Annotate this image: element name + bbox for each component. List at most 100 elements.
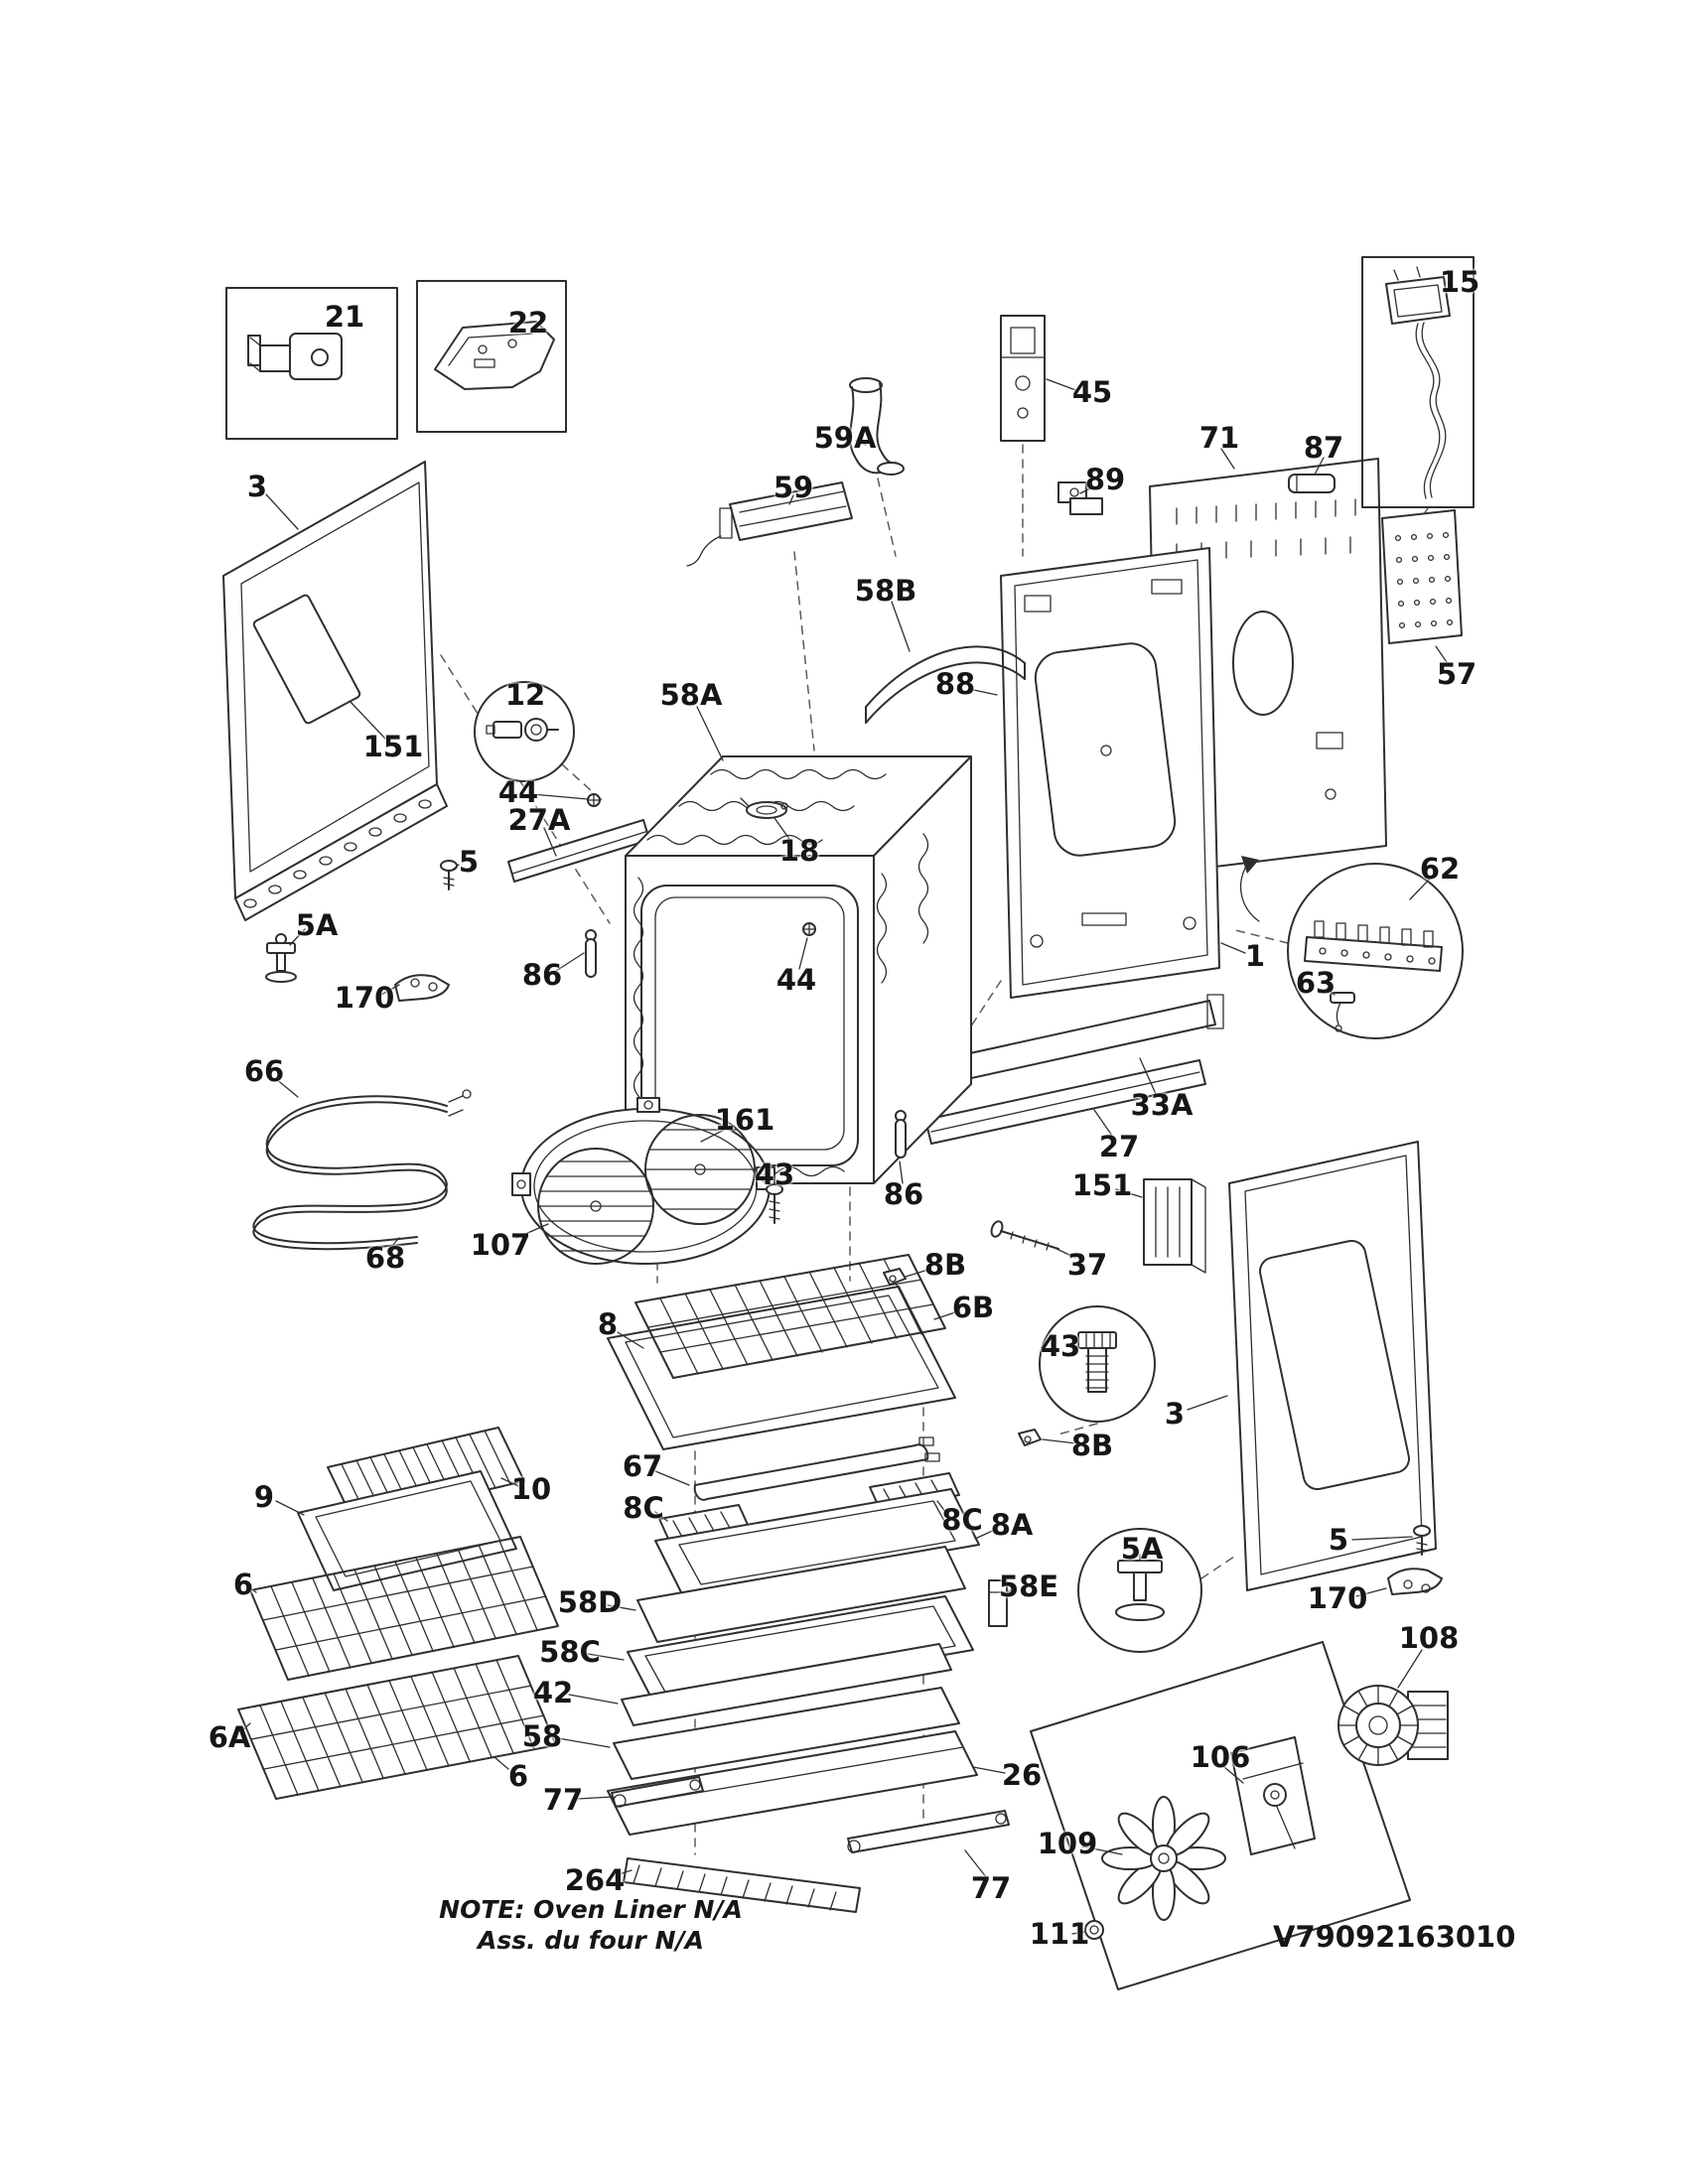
part-label-5-44: 5 — [1328, 1523, 1349, 1557]
part-label-21-0: 21 — [324, 300, 365, 334]
part-label-12-9: 12 — [504, 678, 546, 712]
oven-cavity-58a — [625, 755, 972, 1184]
part-label-8b-41: 8B — [1070, 1429, 1114, 1462]
part-label-88-17: 88 — [934, 667, 976, 701]
part-label-26-60: 26 — [1001, 1758, 1043, 1792]
panel-58d — [636, 1546, 966, 1643]
terminal-block-zoom-62 — [1239, 856, 1464, 1039]
leg-zoom-circle-5a — [1077, 1528, 1202, 1653]
part-label-42-58: 42 — [532, 1676, 574, 1709]
oven-rack-6a — [237, 1655, 557, 1800]
rail-77-left — [611, 1776, 704, 1808]
part-label-151-35: 151 — [1071, 1168, 1133, 1202]
part-label-170-45: 170 — [1307, 1581, 1368, 1615]
part-label-71-20: 71 — [1198, 421, 1240, 455]
pan-58c — [627, 1595, 974, 1706]
bracket-45 — [1000, 315, 1046, 442]
pin-86-right — [895, 1110, 907, 1159]
part-label-8c-53: 8C — [941, 1503, 983, 1537]
bracket-58e — [988, 1579, 1008, 1627]
part-label-3-2: 3 — [246, 470, 268, 503]
part-label-86-12: 86 — [521, 958, 563, 992]
convection-cover — [511, 1097, 775, 1265]
inset-box-22 — [416, 280, 567, 433]
part-label-111-67: 111 — [1029, 1917, 1090, 1951]
part-label-58a-15: 58A — [659, 678, 723, 712]
part-label-86-29: 86 — [883, 1177, 924, 1211]
left-side-panel — [222, 461, 448, 921]
frame-8a — [654, 1488, 980, 1597]
power-cord-box-15 — [1361, 256, 1475, 508]
part-label-44-28: 44 — [775, 963, 817, 997]
part-label-58e-55: 58E — [998, 1570, 1059, 1603]
part-label-37-36: 37 — [1066, 1248, 1108, 1282]
part-label-9-46: 9 — [253, 1480, 275, 1514]
bracket-151-right — [1143, 1178, 1206, 1274]
part-label-264-62: 264 — [564, 1863, 626, 1897]
screw-37 — [990, 1220, 1059, 1251]
part-label-59a-14: 59A — [813, 421, 877, 455]
sheet-42 — [621, 1643, 952, 1726]
part-label-89-19: 89 — [1084, 463, 1126, 496]
part-label-58b-16: 58B — [854, 574, 917, 608]
drawing-code: V79092163010 — [1273, 1920, 1516, 1954]
part-label-6-50: 6 — [507, 1759, 529, 1793]
part-label-106-64: 106 — [1190, 1740, 1251, 1774]
fan-motor-108 — [1337, 1685, 1449, 1766]
fan-bracket-106 — [1230, 1736, 1316, 1855]
part-label-27-31: 27 — [1098, 1130, 1140, 1163]
part-label-18-27: 18 — [778, 834, 820, 868]
label-leader-lines — [240, 378, 1450, 1935]
part-label-8b-37: 8B — [923, 1248, 967, 1282]
part-label-33a-30: 33A — [1130, 1088, 1194, 1122]
vent-elbow-59a — [849, 377, 905, 476]
part-label-58d-56: 58D — [557, 1585, 623, 1619]
part-label-87-21: 87 — [1303, 431, 1344, 465]
part-label-58c-57: 58C — [539, 1635, 601, 1669]
bake-element — [252, 1089, 472, 1251]
part-label-15-22: 15 — [1439, 265, 1480, 299]
pin-86-left — [585, 929, 597, 978]
oven-rack-6 — [249, 1536, 559, 1681]
wrapper-58b — [865, 645, 1026, 724]
part-label-8c-52: 8C — [623, 1491, 664, 1525]
screw-43-small — [766, 1183, 783, 1224]
part-label-44-10: 44 — [497, 775, 539, 809]
oven-liner-note: NOTE: Oven Liner N/A Ass. du four N/A — [437, 1894, 745, 1957]
part-label-10-47: 10 — [510, 1472, 552, 1506]
part-label-109-66: 109 — [1037, 1827, 1098, 1860]
sheet-58 — [613, 1687, 960, 1780]
bolt-zoom-circle-43 — [1039, 1305, 1156, 1423]
clip-87 — [1288, 474, 1336, 493]
fan-cap-111 — [1084, 1920, 1104, 1940]
vent-duct-59 — [686, 481, 853, 567]
part-label-77-63: 77 — [970, 1871, 1012, 1905]
part-label-66-7: 66 — [243, 1054, 285, 1088]
part-label-1-26: 1 — [1244, 939, 1266, 973]
part-label-77-61: 77 — [542, 1783, 584, 1817]
part-label-68-8: 68 — [364, 1241, 406, 1275]
part-label-63-25: 63 — [1295, 966, 1336, 1000]
fan-blade-109 — [1101, 1796, 1226, 1921]
right-leg-hardware — [1387, 1525, 1443, 1595]
part-label-8a-54: 8A — [990, 1508, 1034, 1542]
rack-6b — [634, 1254, 946, 1379]
part-label-6b-38: 6B — [951, 1291, 995, 1324]
part-label-67-51: 67 — [622, 1449, 663, 1483]
element-67 — [693, 1436, 940, 1501]
rear-body-frame — [1000, 547, 1220, 999]
part-label-58-59: 58 — [521, 1719, 563, 1753]
part-label-151-3: 151 — [362, 730, 424, 763]
part-label-8-39: 8 — [597, 1307, 619, 1341]
part-label-107-33: 107 — [470, 1228, 531, 1262]
part-label-45-18: 45 — [1071, 375, 1113, 409]
part-label-43-40: 43 — [1040, 1329, 1081, 1363]
part-label-161-32: 161 — [714, 1103, 775, 1137]
clamp-18 — [740, 797, 788, 819]
trim-264 — [623, 1857, 861, 1913]
clip-8b-upper — [883, 1268, 907, 1286]
rail-27 — [924, 1059, 1206, 1145]
